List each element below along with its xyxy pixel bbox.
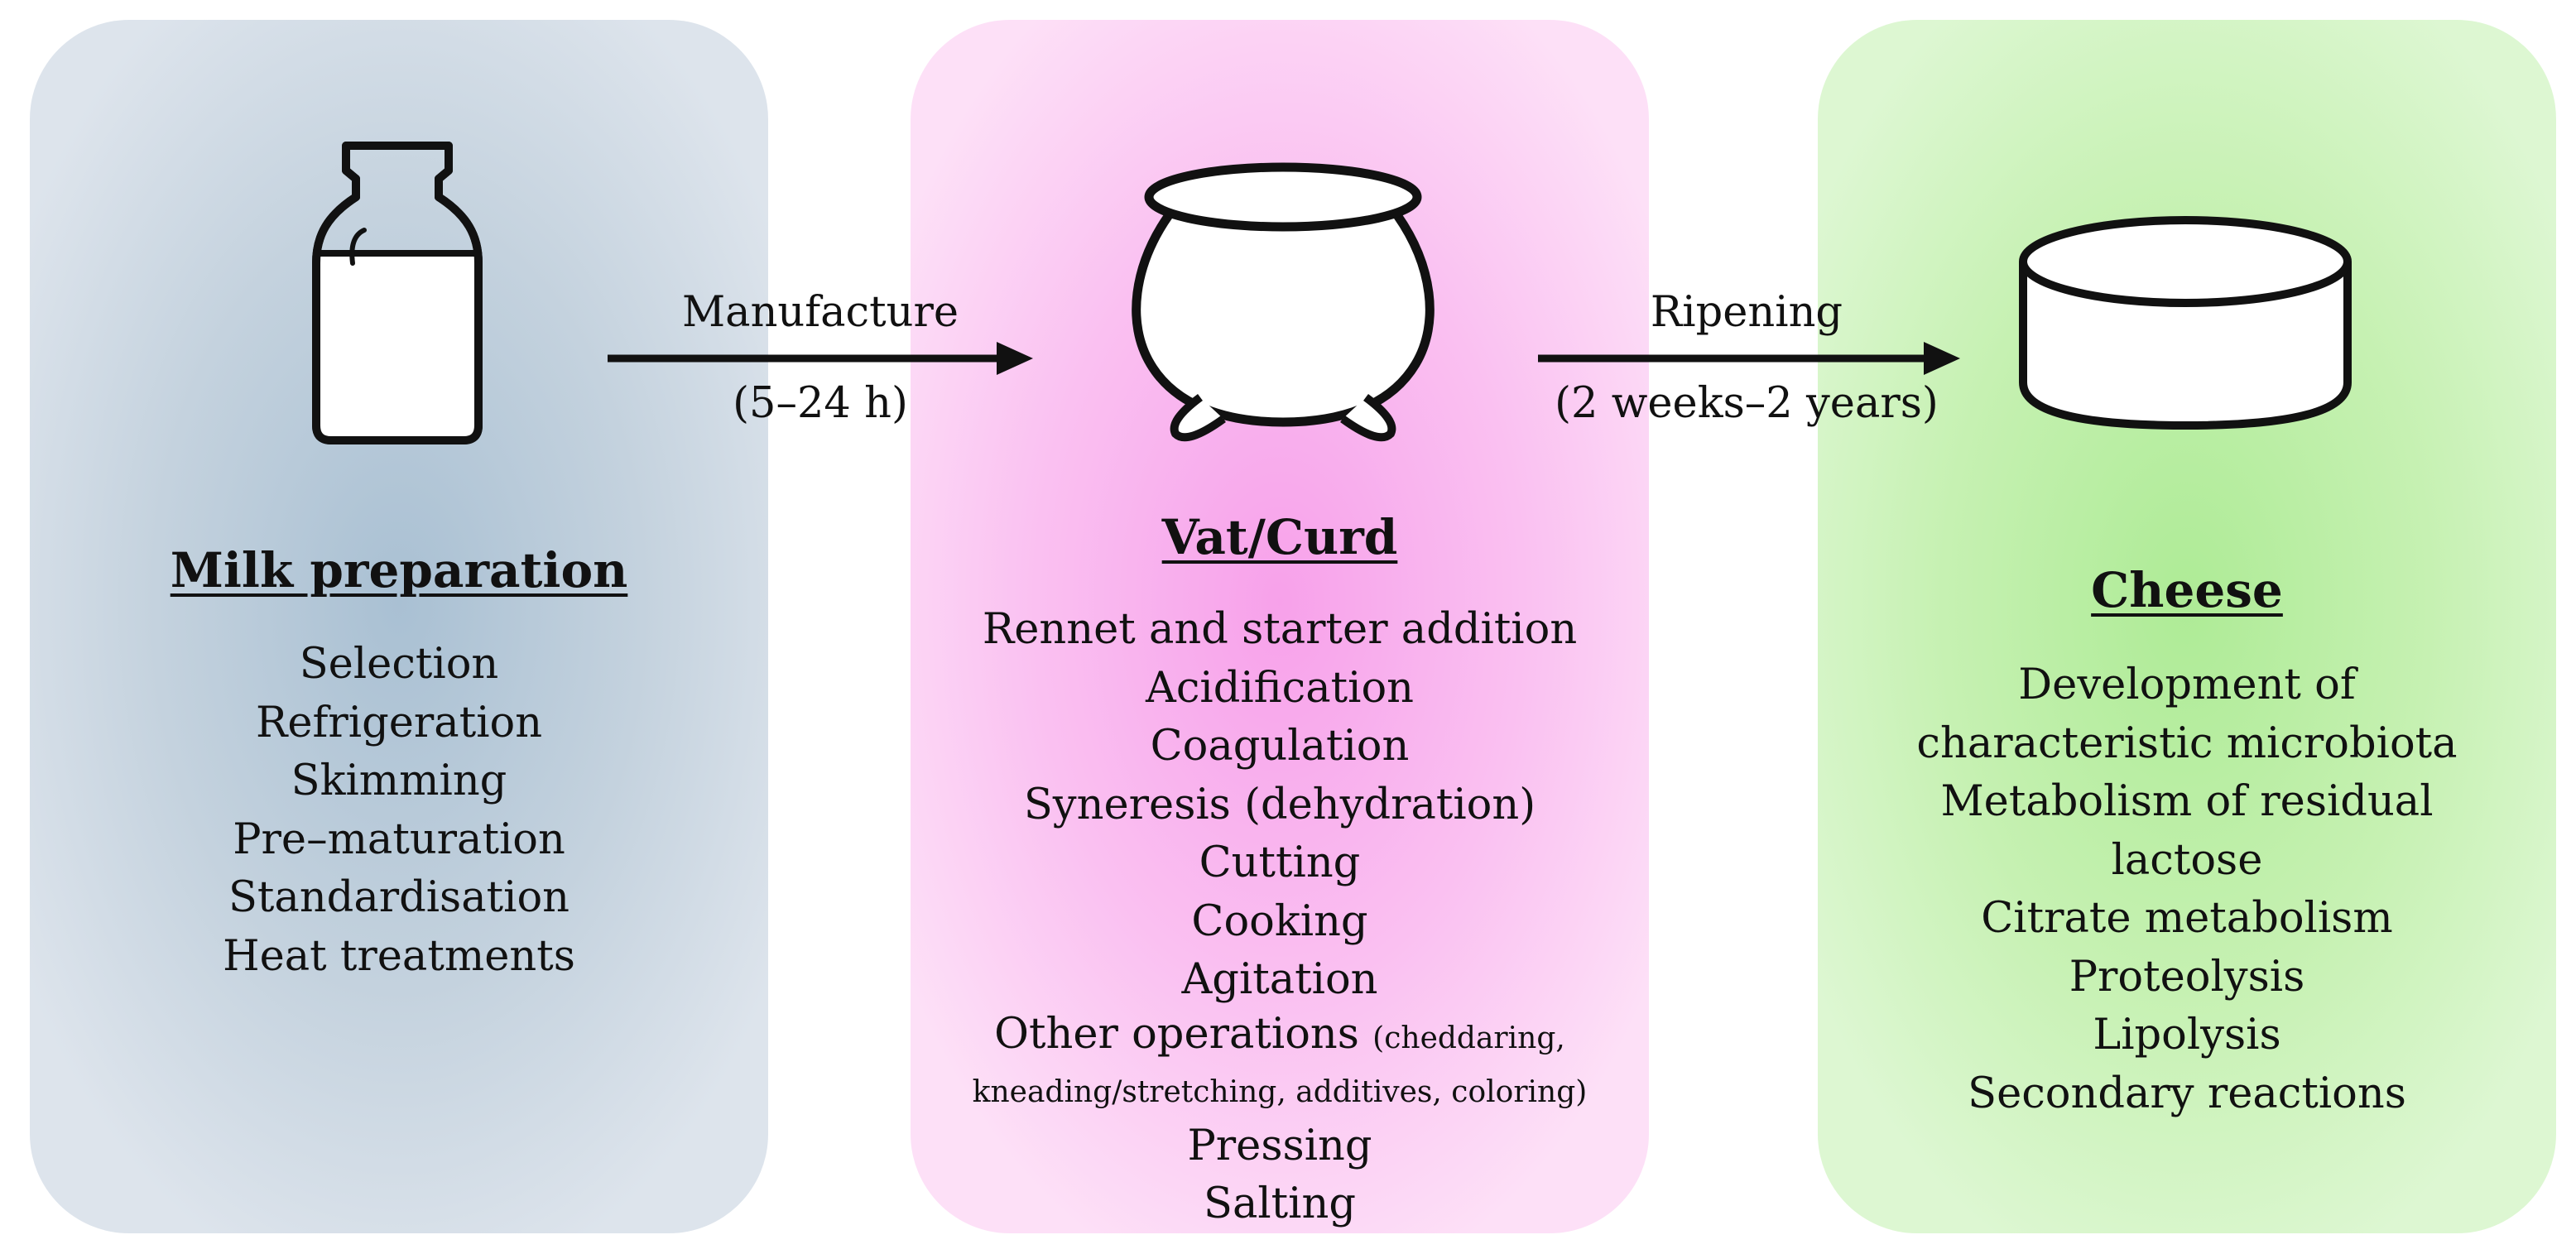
cheese-step-item: Lipolysis — [2093, 1011, 2281, 1059]
ripening-duration: (2 weeks–2 years) — [1555, 379, 1939, 428]
cheese-step-item: Citrate metabolism — [1981, 894, 2393, 943]
vat-curd-title: Vat/Curd — [1161, 509, 1398, 565]
milk-step-item: Skimming — [291, 757, 507, 805]
vat-step-item: Pressing — [1187, 1121, 1372, 1170]
milk-preparation-panel — [30, 20, 768, 1233]
vat-step-item: Agitation — [1181, 955, 1378, 1004]
cheese-step-item: characteristic microbiota — [1916, 718, 2458, 768]
milk-bottle-icon — [312, 142, 483, 444]
cheese-step-item: Secondary reactions — [1968, 1069, 2406, 1118]
ripening-label: Ripening — [1650, 288, 1843, 337]
vat-step-item: Salting — [1204, 1180, 1356, 1228]
vat-step-item: Rennet and starter addition — [982, 605, 1578, 654]
cheese-step-item: Proteolysis — [2069, 952, 2305, 1002]
vat-step-item: Cooking — [1191, 896, 1368, 946]
manufacture-duration: (5–24 h) — [733, 379, 908, 428]
vat-step-item-other-operations: Other operations (cheddaring, kneading/st… — [911, 1010, 1649, 1117]
milk-step-item: Standardisation — [228, 873, 570, 922]
cauldron-icon — [1132, 162, 1435, 442]
vat-step-item: Syneresis (dehydration) — [1023, 780, 1536, 829]
milk-step-item: Selection — [299, 640, 499, 689]
other-operations-label: Other operations — [994, 1009, 1359, 1059]
other-operations-note: (cheddaring, — [1372, 1021, 1565, 1055]
manufacture-label: Manufacture — [681, 288, 959, 337]
vat-step-item: Acidification — [1145, 663, 1414, 713]
vat-step-item: Coagulation — [1150, 722, 1410, 771]
cheese-title: Cheese — [2091, 562, 2283, 618]
milk-preparation-title: Milk preparation — [170, 542, 628, 598]
cheese-step-item: Metabolism of residual — [1940, 777, 2434, 826]
milk-step-item: Pre–maturation — [233, 814, 565, 864]
cheese-wheel-icon — [2019, 216, 2352, 430]
vat-step-item: Cutting — [1199, 838, 1361, 887]
cheese-step-item: Development of — [2018, 661, 2356, 709]
milk-step-item: Heat treatments — [223, 931, 575, 981]
cheese-step-item: lactose — [2111, 835, 2263, 885]
milk-step-item: Refrigeration — [255, 698, 543, 747]
manufacture-arrow-icon — [608, 342, 1033, 375]
ripening-arrow-icon — [1538, 342, 1960, 375]
other-operations-note-continued: kneading/stretching, additives, coloring… — [972, 1074, 1588, 1109]
